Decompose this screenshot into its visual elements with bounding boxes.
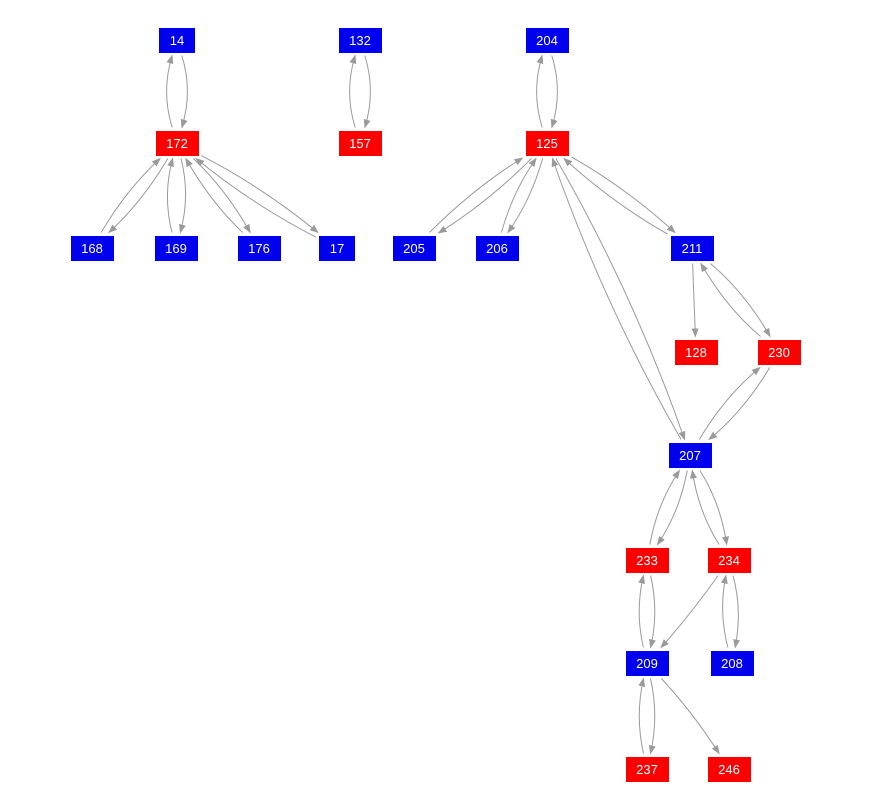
edge-209-237 [648, 678, 656, 755]
edge-211-230 [710, 263, 771, 338]
node-204[interactable]: 204 [525, 27, 569, 53]
edge-204-125 [550, 55, 558, 129]
edge-233-209 [649, 575, 656, 649]
edge-207-234 [699, 470, 730, 546]
node-234[interactable]: 234 [707, 547, 751, 573]
edge-169-172 [166, 157, 174, 233]
edge-234-209 [660, 575, 719, 649]
edge-176-172 [185, 157, 244, 233]
node-208[interactable]: 208 [710, 650, 754, 676]
edge-17-172 [195, 157, 317, 238]
node-209[interactable]: 209 [625, 650, 669, 676]
node-246[interactable]: 246 [707, 756, 751, 782]
edge-211-128 [691, 263, 699, 338]
node-169[interactable]: 169 [154, 235, 198, 261]
edge-172-17 [201, 155, 319, 234]
node-211[interactable]: 211 [670, 235, 714, 261]
node-17[interactable]: 17 [319, 235, 355, 261]
node-176[interactable]: 176 [237, 235, 281, 261]
edge-209-233 [638, 574, 645, 648]
node-205[interactable]: 205 [392, 235, 436, 261]
edge-234-208 [732, 575, 741, 649]
node-168[interactable]: 168 [70, 235, 114, 261]
edge-168-172 [100, 157, 161, 233]
edge-125-207 [555, 158, 686, 441]
edge-125-206 [507, 158, 544, 234]
node-157[interactable]: 157 [338, 130, 382, 156]
node-237[interactable]: 237 [625, 756, 669, 782]
node-132[interactable]: 132 [338, 27, 382, 53]
edge-157-132 [349, 54, 357, 128]
node-172[interactable]: 172 [155, 130, 199, 156]
edge-230-211 [700, 262, 761, 337]
edge-208-234 [720, 574, 729, 648]
edge-211-125 [563, 157, 668, 235]
node-125[interactable]: 125 [525, 130, 569, 156]
edge-209-246 [661, 678, 720, 755]
edge-172-176 [192, 158, 251, 234]
edge-234-207 [689, 469, 720, 545]
edge-230-207 [708, 367, 771, 441]
node-233[interactable]: 233 [625, 547, 669, 573]
node-207[interactable]: 207 [668, 442, 712, 468]
edge-207-230 [698, 366, 761, 440]
edge-125-205 [437, 158, 532, 234]
node-14[interactable]: 14 [159, 27, 195, 53]
edge-172-168 [108, 158, 169, 234]
edge-172-169 [179, 158, 187, 234]
edge-207-125 [551, 157, 682, 440]
edge-172-14 [166, 54, 174, 128]
node-206[interactable]: 206 [475, 235, 519, 261]
edge-205-125 [429, 157, 524, 233]
node-128[interactable]: 128 [674, 339, 718, 365]
node-230[interactable]: 230 [757, 339, 801, 365]
edge-125-204 [536, 54, 544, 128]
edge-233-207 [649, 469, 681, 545]
edge-132-157 [363, 55, 371, 129]
edge-206-125 [500, 157, 537, 233]
edge-207-233 [656, 470, 688, 546]
edge-125-211 [571, 156, 676, 234]
edge-237-209 [638, 677, 646, 754]
edge-14-172 [180, 55, 188, 129]
